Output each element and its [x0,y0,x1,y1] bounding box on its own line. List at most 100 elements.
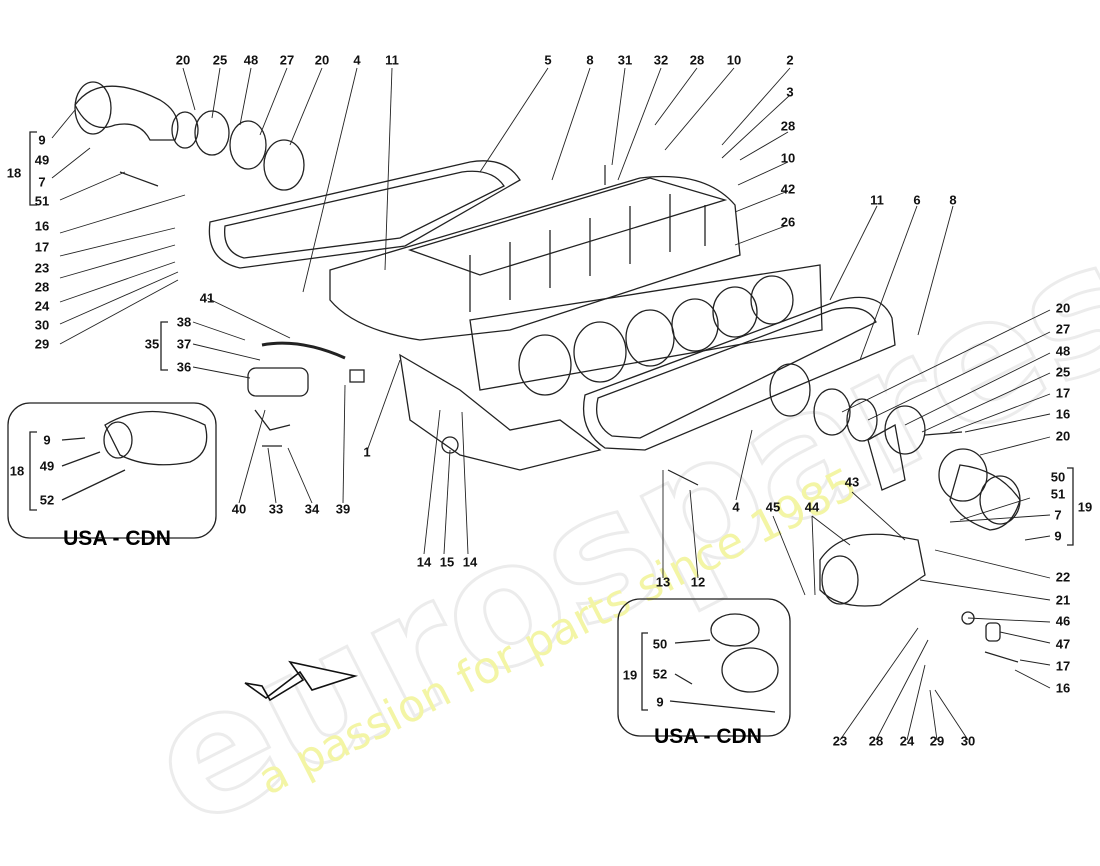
main-manifold [329,175,741,341]
left-duct-ring-3 [229,120,267,170]
callout-c20R2: 20 [1055,428,1071,444]
inset-right-item-0: 50 [652,636,668,652]
callout-c45: 45 [765,499,781,515]
callout-c46: 46 [1055,613,1071,629]
callout-c24L: 24 [34,298,50,314]
callout-c29B: 29 [929,733,945,749]
callout-c42: 42 [780,181,796,197]
right-plenum [582,296,896,451]
callout-c7L: 7 [38,174,46,190]
callout-c4b: 4 [732,499,740,515]
callout-c48R: 48 [1055,343,1071,359]
left-duct-mouth [74,81,112,135]
right-ring-48 [884,405,926,455]
inset-left-group: 18 [9,463,25,479]
callout-c28L: 28 [34,279,50,295]
callout-c43: 43 [844,474,860,490]
callout-c16L: 16 [34,218,50,234]
hose-41 [261,341,346,360]
diagram-artwork [7,67,1074,741]
callout-c18L: 18 [6,165,22,181]
callout-c16R: 16 [1055,406,1071,422]
callout-c35: 35 [144,336,160,352]
left-duct-ring-2 [194,110,230,156]
port-row [469,264,823,391]
left-plenum [208,160,521,269]
maf-inlet [821,555,859,605]
callout-c3: 3 [786,84,794,100]
callout-c11a: 11 [385,52,399,68]
callout-c8a: 8 [586,52,594,68]
inset-left-item-1: 49 [39,458,55,474]
inset-left-frame [7,402,217,539]
callout-c27R: 27 [1055,321,1071,337]
inset-left-item-0: 9 [43,432,51,448]
callout-c14a: 14 [416,554,432,570]
callout-c13: 13 [655,574,671,590]
callout-c32: 32 [653,52,669,68]
callout-c9L: 9 [38,132,46,148]
leader-lines [51,67,1051,741]
callout-c25R: 25 [1055,364,1071,380]
bolts [119,165,1019,663]
callout-c14b: 14 [462,554,478,570]
callout-c51L: 51 [34,193,50,209]
callout-c22: 22 [1055,569,1071,585]
callout-c17R: 17 [1055,385,1071,401]
bracket-group-35 [160,321,168,371]
inset-right-item-1: 52 [652,666,668,682]
callout-c27a: 27 [279,52,295,68]
callout-c31: 31 [617,52,633,68]
right-throttle [867,423,906,491]
manifold-top [407,177,728,276]
bracket-38 [349,369,365,383]
right-ring-20b [938,448,988,502]
left-air-duct [74,85,179,141]
callout-c17B: 17 [1055,658,1071,674]
left-duct-ring-1 [171,111,199,149]
callout-c28b: 28 [780,118,796,134]
inset-right-frame [617,598,791,737]
bracket-group-18 [29,131,37,206]
callout-c28B: 28 [868,733,884,749]
callout-c7R: 7 [1054,507,1062,523]
callout-c39: 39 [335,501,351,517]
inset-left-caption: USA - CDN [63,527,171,550]
manifold-ribs [469,194,706,312]
valve-36 [247,367,309,397]
callout-c21: 21 [1055,592,1071,608]
inset-right-caption: USA - CDN [654,725,762,748]
callout-c30B: 30 [960,733,976,749]
callout-c50R: 50 [1050,469,1066,485]
inset-right-art [641,613,779,713]
inset-right-group: 19 [622,667,638,683]
bracket-group-19 [1067,467,1074,546]
callout-c11b: 11 [870,192,884,208]
callout-c20a: 20 [175,52,191,68]
callout-c8b: 8 [949,192,957,208]
callout-c49L: 49 [34,152,50,168]
callout-c26: 26 [780,214,796,230]
callout-c41: 41 [199,290,215,306]
parts-diagram: eurospares a passion for parts since 198… [6,52,1100,866]
direction-arrow [244,660,359,702]
ports [518,275,794,396]
left-duct-clamp [263,139,305,191]
callout-c33: 33 [268,501,284,517]
callout-c28a: 28 [689,52,705,68]
right-plenum-flange [595,307,877,439]
left-plenum-flange [223,170,505,259]
callout-c44: 44 [804,499,820,515]
callout-c51R: 51 [1050,486,1066,502]
inset-left-art [29,410,208,511]
inset-right-item-2: 9 [656,694,664,710]
callout-c15: 15 [439,554,455,570]
callout-c17L: 17 [34,239,50,255]
callout-c2: 2 [786,52,794,68]
callout-c6: 6 [913,192,921,208]
callout-c34: 34 [304,501,320,517]
callout-c48a: 48 [243,52,259,68]
callout-c4a: 4 [353,52,361,68]
cap-47 [985,622,1001,642]
callout-c9R: 9 [1054,528,1062,544]
